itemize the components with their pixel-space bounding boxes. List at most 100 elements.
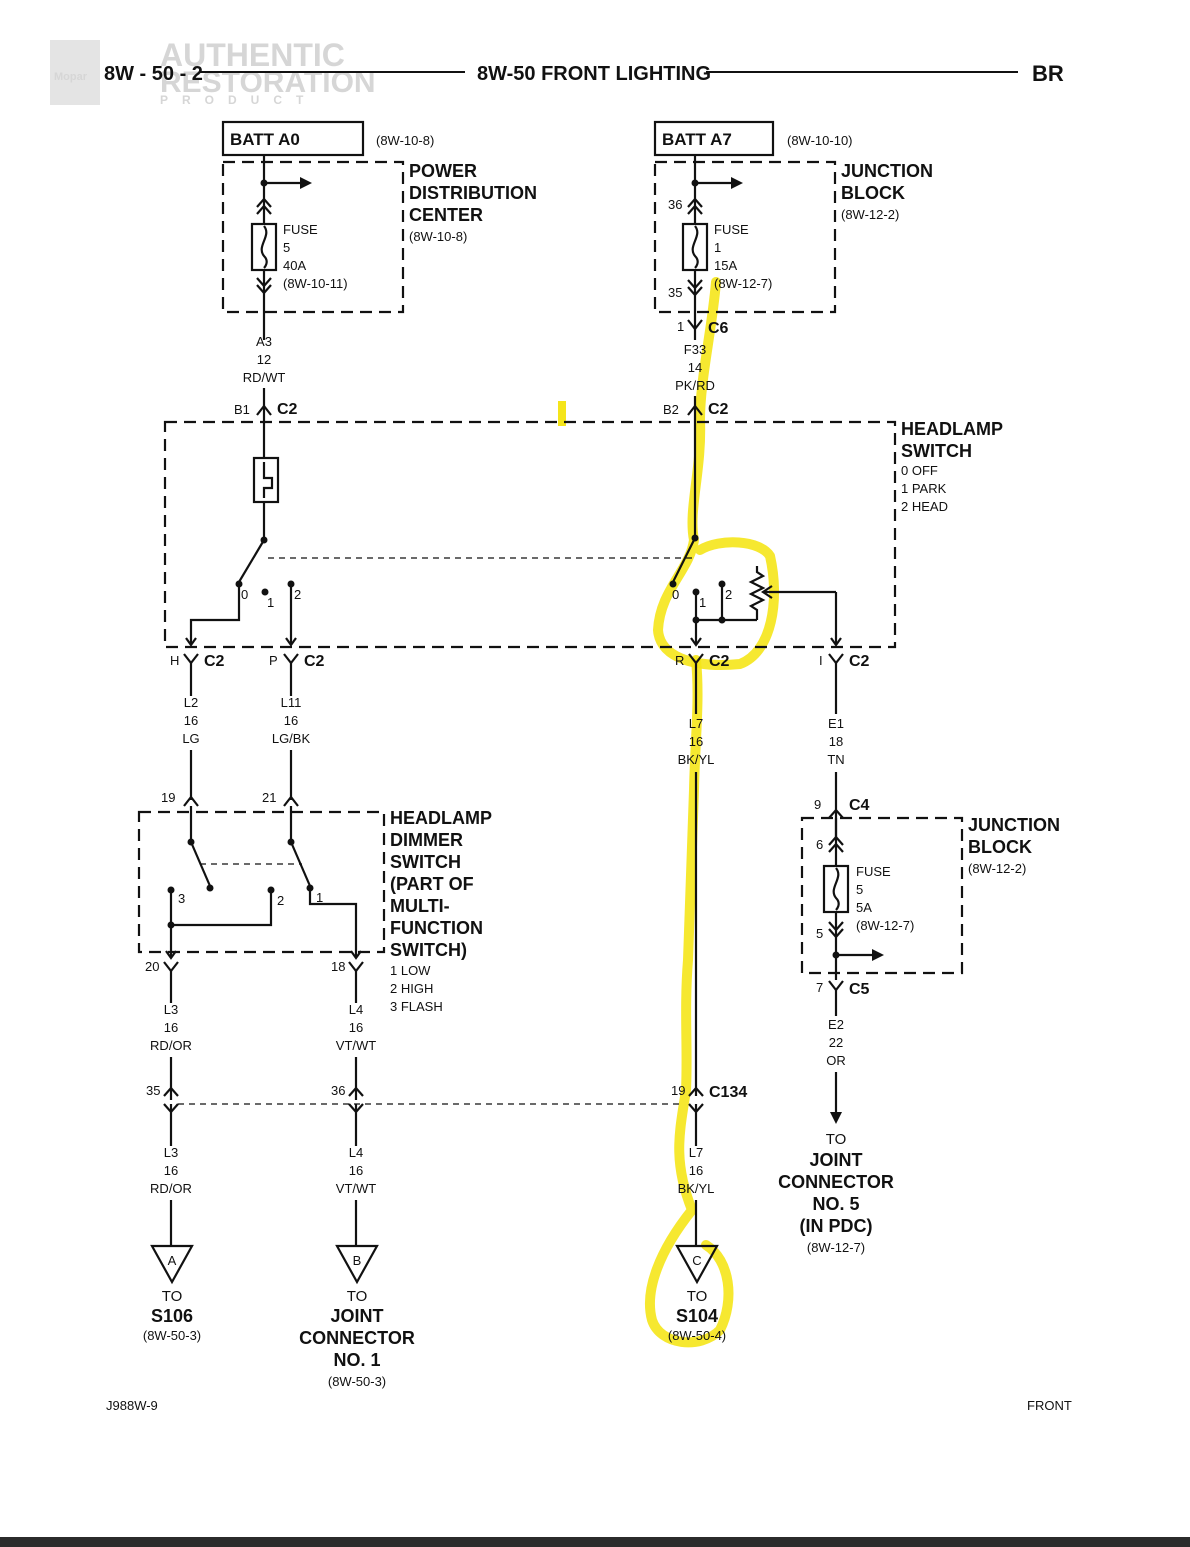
destination-a-ref: (8W-50-3) [143,1328,201,1343]
jb2-boundary [800,816,964,975]
c5-pin: 7 [816,980,823,995]
l4-gauge-lower: 16 [349,1163,363,1178]
park-contact-2-label: 2 [294,587,301,602]
pdc-boundary [221,160,405,314]
c2-p-pin: P [269,653,278,668]
destination-a-to: TO [162,1288,183,1305]
l3-circuit-upper: L3 [164,1002,178,1017]
f33-color: PK/RD [675,378,715,393]
a3-gauge: 12 [257,352,271,367]
l7-color-lower: BK/YL [678,1181,715,1196]
dimmer-pin-18: 18 [331,959,345,974]
c2-h-name: C2 [204,653,225,670]
l2-circuit: L2 [184,695,198,710]
c2-p-connector-icon [283,653,299,665]
dimmer-pos1: 1 LOW [390,963,431,978]
destination-b-name-3: NO. 1 [333,1350,380,1370]
head-bridge-dot-left [692,616,700,624]
watermark-product: PRODUCT [160,93,317,107]
l7-circuit: L7 [689,716,703,731]
c6-pin: 1 [677,319,684,334]
dimmer-contact-3-label: 3 [178,891,185,906]
mopar-logo-icon [50,40,100,105]
l11-circuit: L11 [281,695,302,710]
jb2-fuse-icon [822,864,850,914]
batt-a7-label: BATT A7 [662,130,732,149]
destination-c-letter: C [692,1253,701,1268]
dimmer-high-bridge-wire [171,890,273,927]
head-contact-2-label: 2 [725,587,732,602]
jb1-pin-out: 35 [668,285,682,300]
e1-circuit: E1 [828,716,844,731]
dimmer-pin-21: 21 [262,790,276,805]
e1-color: TN [827,752,844,767]
c2-h-connector-icon [183,653,199,665]
l11-gauge: 16 [284,713,298,728]
l11-color: LG/BK [272,731,311,746]
l3-color-upper: RD/OR [150,1038,192,1053]
l4-color-lower: VT/WT [336,1181,376,1196]
l2-color: LG [182,731,199,746]
pdc-fuse-out-terminal-icon [256,277,272,295]
c2-b1-connector-icon [256,404,272,416]
jb2-fuse-label: FUSE [856,864,891,879]
destination-jc5-name-3: NO. 5 [812,1194,859,1214]
head-contact-0-label: 0 [672,587,679,602]
jb2-fuse-element-icon [832,867,840,911]
l7-gauge-lower: 16 [689,1163,703,1178]
jb2-fuse-ref: (8W-12-7) [856,918,914,933]
c134-pin-35: 35 [146,1083,160,1098]
headlamp-switch-title-1: HEADLAMP [901,419,1003,439]
pdc-arrow-icon [300,177,312,189]
headlamp-switch-pos2: 2 HEAD [901,499,948,514]
pdc-fuse-ref: (8W-10-11) [283,276,348,291]
l3-circuit-lower: L3 [164,1145,178,1160]
jb1-fuse-element-icon [691,225,699,269]
jb1-fuse-icon [681,222,709,272]
jb2-arrow-icon [872,949,884,961]
a3-circuit: A3 [256,334,272,349]
destination-b-triangle-icon [335,1244,379,1285]
jb1-fuse-out-terminal-icon [687,279,703,297]
c134-pin-36: 36 [331,1083,345,1098]
dimmer-pin-20: 20 [145,959,159,974]
destination-jc5-to: TO [826,1131,847,1148]
dimmer-pos3: 3 FLASH [390,999,443,1014]
pdc-title-3: CENTER [409,205,483,225]
watermark-authentic: AUTHENTIC [160,37,345,73]
headlamp-switch-pos1: 1 PARK [901,481,947,496]
dimmer-title-2: DIMMER [390,830,463,850]
jb2-fuse-in-terminal-icon [828,835,844,853]
page-code: 8W - 50 - 2 [104,63,203,85]
batt-a0-ref: (8W-10-8) [376,133,434,148]
dimmer-title-5: MULTI- [390,896,450,916]
pdc-ref: (8W-10-8) [409,229,467,244]
jb2-pin-out: 5 [816,926,823,941]
pdc-title-1: POWER [409,161,477,181]
rheostat-out-i-arrow-icon [830,637,842,647]
destination-jc5-name-1: JOINT [809,1150,862,1170]
pdc-fuse-label: FUSE [283,222,318,237]
head-contact-1-label: 1 [699,595,706,610]
destination-b-name-1: JOINT [330,1306,383,1326]
l4-circuit-lower: L4 [349,1145,363,1160]
dimmer-title-1: HEADLAMP [390,808,492,828]
jb2-fuse-num: 5 [856,882,863,897]
dimmer-title-7: SWITCH) [390,940,467,960]
batt-a0-box [221,120,365,157]
headlamp-switch-pos0: 0 OFF [901,463,938,478]
park-out-p-arrow-icon [285,637,297,647]
destination-b-to: TO [347,1288,368,1305]
mopar-logo-text: Mopar [54,71,88,83]
c2-i-pin: I [819,653,823,668]
c2-b1-name: C2 [277,401,298,418]
c6-name: C6 [708,320,729,337]
park-switch-blade [238,539,265,583]
l4-circuit-upper: L4 [349,1002,363,1017]
jb2-title-2: BLOCK [968,837,1032,857]
c5-connector-icon [828,980,844,992]
dimmer-out-18-arrow-icon [350,950,362,960]
f33-gauge: 14 [688,360,702,375]
head-bridge-dot-mid [718,616,726,624]
